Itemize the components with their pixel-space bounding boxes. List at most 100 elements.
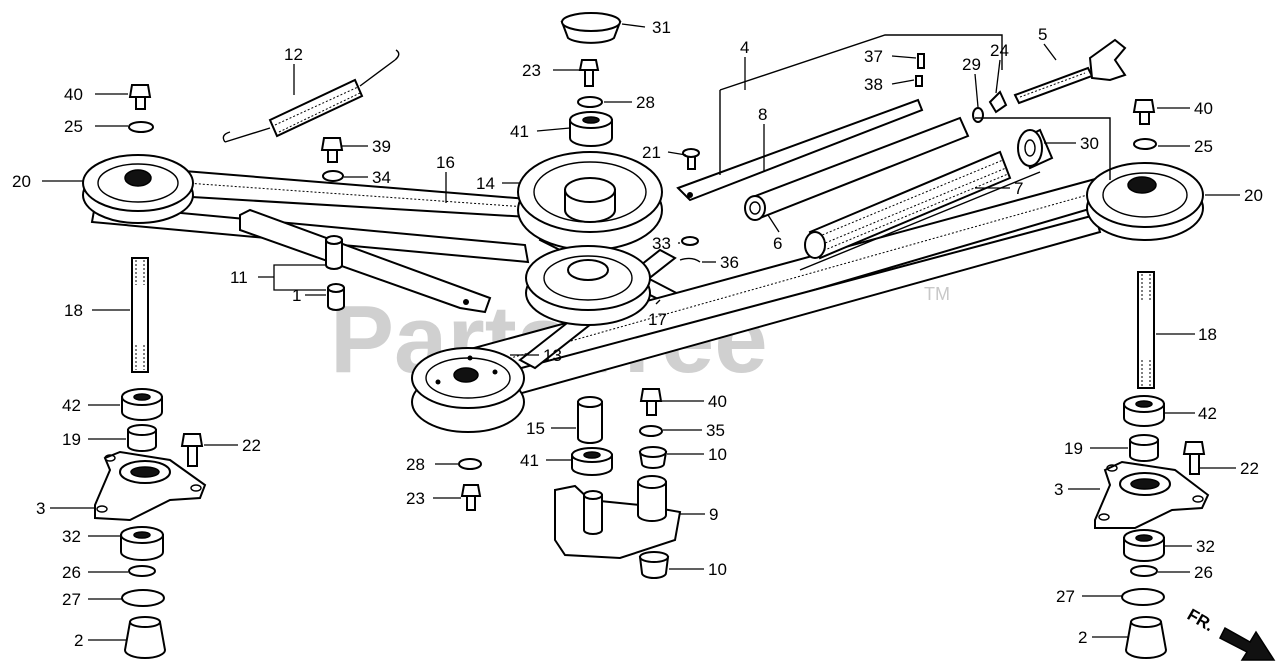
bolt-5: [1013, 38, 1127, 105]
callout-39: 39: [372, 137, 391, 156]
callout-37: 37: [864, 47, 883, 66]
washer-27-left: [121, 589, 165, 607]
callout-6: 6: [773, 234, 782, 253]
callout-15: 15: [526, 419, 545, 438]
callout-41: 41: [510, 122, 529, 141]
pulley-13: [411, 347, 525, 433]
bolt-40-left: [128, 84, 152, 110]
callout-42: 42: [1198, 404, 1217, 423]
washer-26-right: [1130, 565, 1158, 577]
callout-27: 27: [62, 590, 81, 609]
shaft-18-left: [131, 257, 149, 373]
callout-25: 25: [64, 117, 83, 136]
callout-labels: 31 23 28 41 12 40 25 39 34 16 20 14 21 4…: [12, 18, 1263, 650]
callout-9: 9: [709, 505, 718, 524]
washer-29: [972, 107, 984, 123]
bushing-10-bottom: [638, 551, 670, 579]
callout-18: 18: [64, 301, 83, 320]
clip-36: [679, 257, 701, 263]
washer-25-right: [1133, 138, 1157, 150]
pulley-20-right: [1086, 162, 1204, 241]
washer-28-bottom: [458, 458, 482, 470]
bearing-41-top: [569, 111, 613, 147]
callout-20: 20: [1244, 186, 1263, 205]
bearing-32-left: [120, 526, 164, 561]
callout-29: 29: [962, 55, 981, 74]
bolt-21: [682, 148, 700, 170]
callout-26: 26: [1194, 563, 1213, 582]
pin-38: [915, 75, 923, 87]
pulley-14: [517, 151, 663, 251]
callout-36: 36: [720, 253, 739, 272]
spring-7: [804, 150, 1012, 260]
bushing-10-top: [638, 446, 668, 469]
bracket-4: [719, 34, 1003, 91]
cap-31: [560, 12, 622, 44]
cap-2-right: [1124, 616, 1168, 659]
callout-38: 38: [864, 75, 883, 94]
clip-24: [988, 90, 1008, 114]
callout-30: 30: [1080, 134, 1099, 153]
bolt-22-right: [1182, 441, 1206, 475]
callout-3: 3: [36, 499, 45, 518]
callout-40: 40: [708, 392, 727, 411]
shaft-18-right: [1137, 271, 1155, 389]
callout-28: 28: [636, 93, 655, 112]
bolt-23-bottom: [460, 484, 482, 511]
callout-12: 12: [284, 45, 303, 64]
pin-37: [917, 53, 925, 69]
callout-26: 26: [62, 563, 81, 582]
callout-27: 27: [1056, 587, 1075, 606]
spacer-15: [577, 396, 603, 444]
washer-28-top: [577, 96, 603, 108]
washer-26-left: [128, 565, 156, 577]
callout-28: 28: [406, 455, 425, 474]
callout-23: 23: [522, 61, 541, 80]
callout-11: 11: [230, 268, 248, 287]
callout-8: 8: [758, 105, 767, 124]
cap-2-left: [123, 616, 167, 659]
housing-3-left: [94, 450, 207, 522]
bolt-40-right: [1132, 99, 1156, 125]
bolt-39: [320, 137, 344, 163]
callout-16: 16: [436, 153, 455, 172]
callout-32: 32: [1196, 537, 1215, 556]
callout-20: 20: [12, 172, 31, 191]
collar-1: [327, 283, 345, 311]
pulley-20-left: [82, 154, 194, 224]
callout-34: 34: [372, 168, 391, 187]
callout-10: 10: [708, 560, 727, 579]
washer-34: [322, 170, 344, 182]
callout-2: 2: [1078, 628, 1087, 647]
callout-40: 40: [64, 85, 83, 104]
bearing-42-left: [121, 388, 163, 421]
callout-21: 21: [642, 143, 661, 162]
bearing-42-right: [1123, 395, 1165, 427]
pulley-17: [525, 245, 651, 326]
bolt-40-center: [639, 388, 663, 416]
callout-40: 40: [1194, 99, 1213, 118]
callout-24: 24: [990, 41, 1009, 60]
callout-18: 18: [1198, 325, 1217, 344]
callout-19: 19: [62, 430, 81, 449]
washer-33: [681, 236, 699, 246]
front-label: FR.: [1184, 605, 1217, 635]
housing-3-right: [1094, 460, 1210, 529]
bearing-41-bottom: [571, 447, 613, 476]
callout-25: 25: [1194, 137, 1213, 156]
watermark-trademark: TM: [924, 284, 950, 304]
callout-33: 33: [652, 234, 671, 253]
callout-2: 2: [74, 631, 83, 650]
collar-19-right: [1129, 434, 1159, 462]
callout-13: 13: [543, 346, 562, 365]
washer-35: [639, 425, 663, 437]
callout-5: 5: [1038, 25, 1047, 44]
spacer-30: [1017, 128, 1054, 170]
spring-12: [222, 49, 400, 143]
washer-25-left: [128, 121, 154, 133]
bracket-9: [554, 475, 682, 560]
callout-17: 17: [648, 310, 667, 329]
callout-19: 19: [1064, 439, 1083, 458]
callout-22: 22: [242, 436, 261, 455]
